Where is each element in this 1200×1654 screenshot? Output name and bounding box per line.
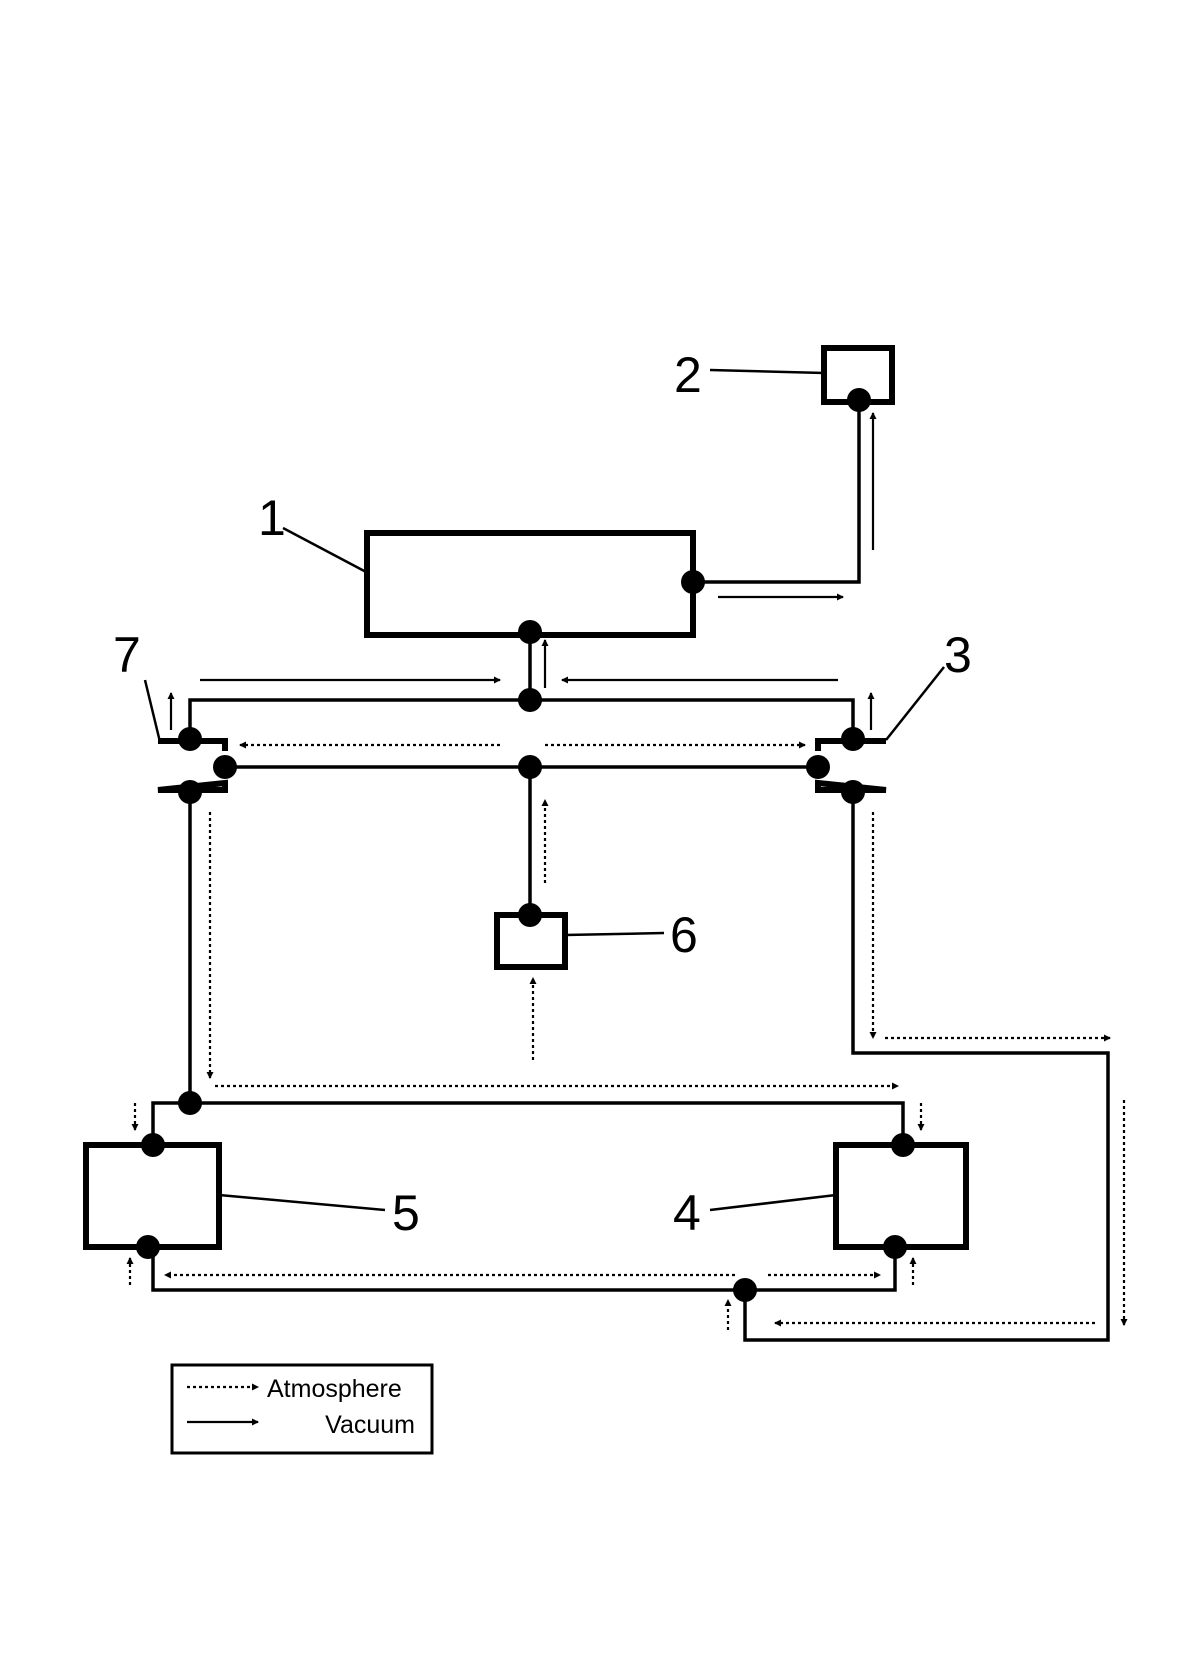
port-3-left <box>806 755 830 779</box>
port-5-bottom <box>136 1235 160 1259</box>
component-1-label: 1 <box>258 490 286 546</box>
leader-3 <box>885 666 945 741</box>
pipe-1-to-2 <box>693 400 861 584</box>
component-5-label: 5 <box>392 1185 420 1241</box>
leader-lines <box>143 368 945 1212</box>
component-3-label: 3 <box>944 627 972 683</box>
component-4-box <box>833 1142 969 1250</box>
pipe-to-5-and-4 <box>151 1101 905 1145</box>
port-3-bottom <box>841 780 865 804</box>
component-5-box <box>83 1142 222 1250</box>
port-3-top <box>841 727 865 751</box>
legend-vacuum-label: Vacuum <box>325 1411 415 1439</box>
leader-7 <box>143 679 162 743</box>
atmosphere-flow-arrows <box>126 741 1128 1330</box>
junction-bottom <box>733 1278 757 1302</box>
pipe-3-return <box>743 792 1110 1342</box>
leader-4 <box>709 1193 837 1212</box>
pipe-bottom-header <box>151 1247 897 1292</box>
junction-top <box>518 688 542 712</box>
port-2-bottom <box>847 388 871 412</box>
port-4-top <box>891 1133 915 1157</box>
leader-6 <box>564 931 665 937</box>
component-7-label: 7 <box>113 627 141 683</box>
port-6-top <box>518 903 542 927</box>
ports <box>136 388 915 1302</box>
components <box>83 345 969 1250</box>
port-7-top <box>178 727 202 751</box>
legend-box <box>170 1363 434 1455</box>
junction-mid <box>518 755 542 779</box>
component-labels: 1 2 3 4 5 6 7 <box>113 347 972 1241</box>
vacuum-flow-arrows <box>167 412 877 730</box>
junction-5-4 <box>178 1091 202 1115</box>
port-1-right <box>681 570 705 594</box>
leader-1 <box>282 526 369 575</box>
component-1-box <box>364 530 696 638</box>
leader-2 <box>709 368 825 375</box>
component-2-label: 2 <box>674 347 702 403</box>
port-4-bottom <box>883 1235 907 1259</box>
port-7-bottom <box>178 780 202 804</box>
leader-5 <box>218 1193 386 1212</box>
port-7-right <box>213 755 237 779</box>
port-5-top <box>141 1133 165 1157</box>
port-1-bottom <box>518 620 542 644</box>
legend-atmosphere-label: Atmosphere <box>267 1375 402 1403</box>
legend: Atmosphere Vacuum <box>170 1363 434 1455</box>
component-4-label: 4 <box>673 1185 701 1241</box>
component-6-label: 6 <box>670 907 698 963</box>
